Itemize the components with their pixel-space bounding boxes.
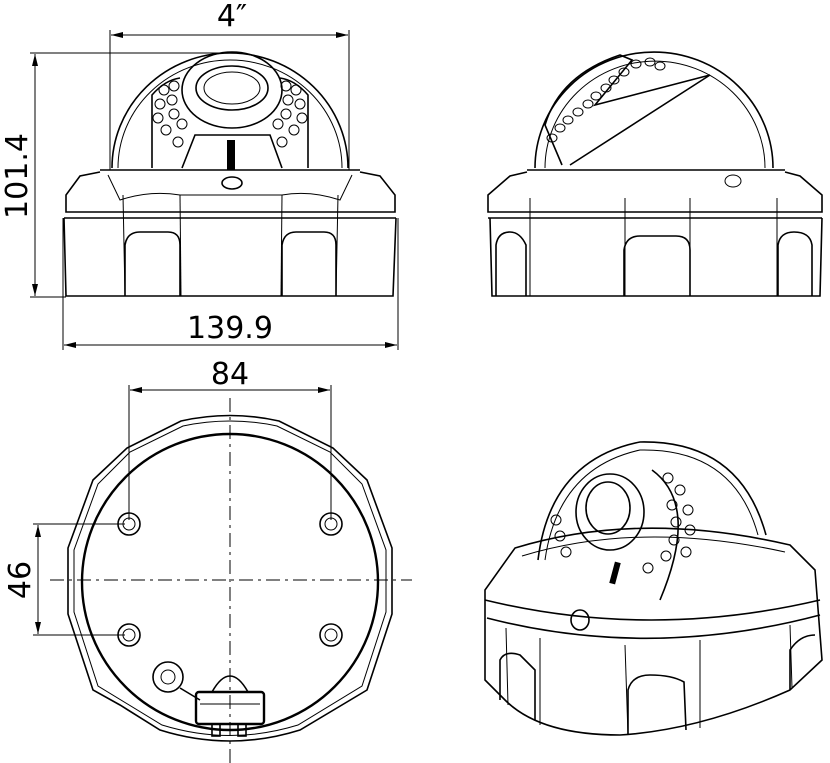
side-view xyxy=(487,51,823,297)
dimension-hole-spacing-vertical: 46 xyxy=(3,523,125,636)
iso-view xyxy=(484,441,823,736)
dimension-label-hole-spacing-horizontal: 84 xyxy=(211,357,249,392)
dimension-label-height: 101.4 xyxy=(0,133,35,219)
dimension-hole-spacing-horizontal: 84 xyxy=(128,357,332,520)
dimension-label-hole-spacing-vertical: 46 xyxy=(3,561,38,599)
dimension-label-base-width: 139.9 xyxy=(187,311,273,346)
dimension-height: 101.4 xyxy=(0,52,230,298)
mounting-holes xyxy=(117,512,343,647)
dimension-base-width: 139.9 xyxy=(62,218,399,350)
front-view: 4″ 101.4 139.9 xyxy=(0,0,399,350)
bottom-view: 84 46 xyxy=(3,357,412,763)
dimension-label-dome-width: 4″ xyxy=(217,0,247,34)
dimension-dome-width: 4″ xyxy=(109,0,350,170)
